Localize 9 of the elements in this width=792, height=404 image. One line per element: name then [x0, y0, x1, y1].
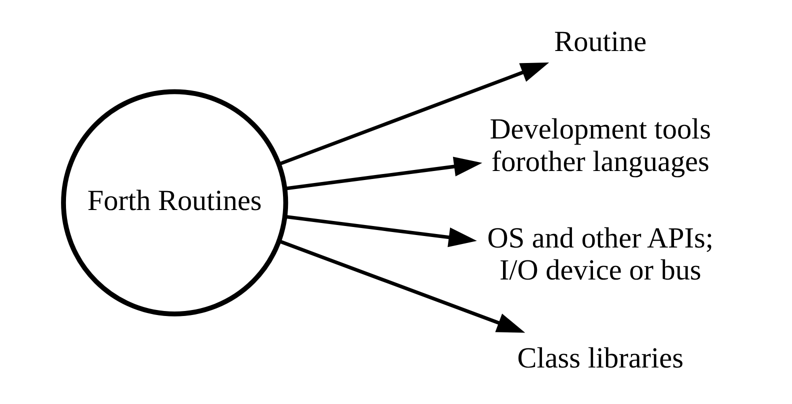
node-text: OS and other APIs; I/O device or bus — [487, 222, 714, 287]
node-circle: Forth Routines — [61, 89, 288, 316]
node-text: Development tools forother languages — [490, 114, 712, 178]
arrow — [278, 239, 526, 333]
arrow — [278, 62, 550, 166]
arrow — [284, 214, 477, 248]
arrow — [284, 156, 482, 190]
node-text: Class libraries — [517, 342, 684, 374]
node-text: Routine — [554, 26, 647, 58]
